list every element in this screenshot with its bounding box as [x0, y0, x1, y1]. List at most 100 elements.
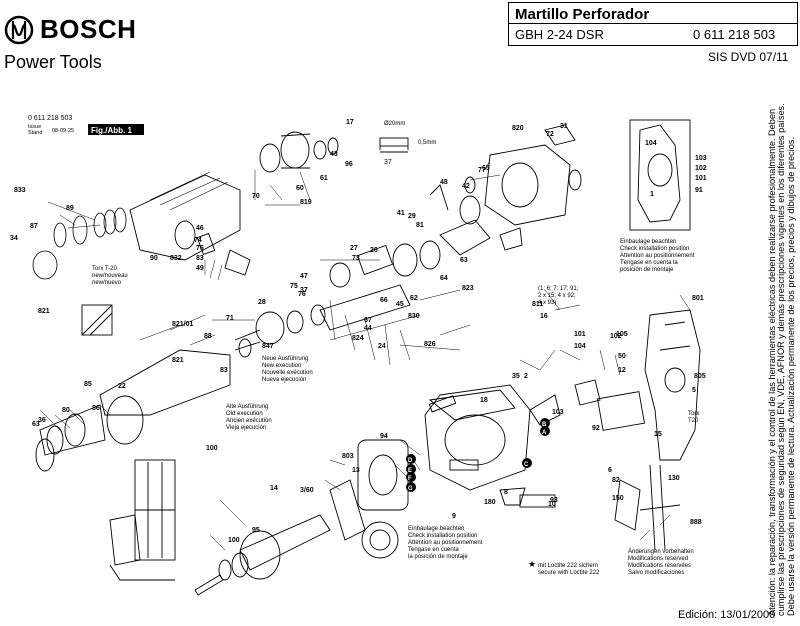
part-label: 63	[32, 421, 40, 428]
part-label: 801	[692, 295, 704, 302]
stand-label: Stand	[28, 130, 42, 136]
install-note-1: Einbaulage beachten	[620, 239, 676, 245]
part-label: 888	[690, 519, 702, 526]
part-label: C	[524, 462, 529, 468]
part-label: 102	[610, 333, 622, 340]
side-note: Atención: la reparación, transformación …	[768, 86, 796, 616]
part-label: 104	[645, 140, 657, 147]
part-label: 91	[695, 187, 703, 194]
brand-name: BOSCH	[40, 14, 137, 44]
part-label: 180	[484, 499, 496, 506]
torx-right-2: T20	[688, 418, 699, 424]
changes-2: Modifications reserved	[628, 556, 688, 562]
bosch-armature-icon	[4, 15, 34, 44]
dim-thickness: 0,5mm	[418, 140, 436, 146]
tool-title: Martillo Perforador	[515, 6, 650, 23]
part-label: 96	[345, 161, 353, 168]
part-label: 826	[424, 341, 436, 348]
callout-badge-g	[406, 482, 416, 492]
title-box: Martillo Perforador GBH 2-24 DSR 0 611 2…	[508, 2, 798, 46]
changes-3: Modifications réservées	[628, 563, 691, 569]
loctite-2: secure with Loctite 222	[538, 570, 600, 576]
callout-badge-a	[540, 426, 550, 436]
torx-note-3: new/nuevo	[92, 280, 122, 286]
part-label: 823	[462, 285, 474, 292]
new-exec-1: Neue Ausführung	[262, 356, 308, 362]
part-label: 103	[695, 155, 707, 162]
part-label: 82	[612, 477, 620, 484]
part-label: 64	[440, 275, 448, 282]
part-label: 6	[608, 467, 612, 474]
install-bottom-4: Tengase en cuenta	[408, 547, 459, 553]
part-label: 26	[370, 247, 378, 254]
edition-date: Edición: 13/01/2000	[678, 609, 776, 621]
part-label: 85	[84, 381, 92, 388]
group-list-3: 4 x 93)	[538, 300, 556, 306]
part-label: 44	[364, 325, 372, 332]
part-label: 37	[300, 287, 308, 294]
install-note-4: Téngase en cuenta la	[620, 260, 678, 266]
part-label: 62	[410, 295, 418, 302]
old-exec-3: Ancien exécution	[226, 418, 272, 424]
part-label: 811	[532, 301, 543, 308]
part-label: 60	[296, 185, 304, 192]
fig-label: Fig./Abb. 1	[91, 126, 132, 135]
part-label: 71	[226, 315, 234, 322]
part-label: 100	[228, 537, 240, 544]
part-label: 821	[172, 357, 184, 364]
install-bottom-3: Attention au positionnement	[408, 540, 483, 546]
callout-badge-e	[406, 464, 416, 474]
part-label: 89	[66, 205, 74, 212]
part-label: 61	[320, 175, 328, 182]
part-label: 100	[206, 445, 218, 452]
part-label: 12	[618, 367, 626, 374]
exploded-view-diagram: 0 611 218 503 Issue Stand 08-09-25 Fig./…	[10, 115, 707, 596]
install-bottom-5: la posición de montaje	[408, 554, 468, 560]
part-label: 73	[352, 255, 360, 262]
part-label: 27	[350, 245, 358, 252]
part-label: 31	[560, 123, 568, 130]
issue-date: 08-09-25	[52, 128, 74, 134]
loctite-1: mit Loctite 222 sichern	[538, 563, 598, 569]
doc-number: 0 611 218 503	[28, 115, 72, 122]
part-label: 821/01	[172, 321, 194, 328]
old-exec-4: Vieja ejecución	[226, 425, 266, 431]
part-label: 50	[618, 353, 626, 360]
part-label: 2	[524, 373, 528, 380]
old-exec-1: Alte Ausführung	[226, 404, 268, 410]
part-label: 101	[574, 331, 586, 338]
part-label: 3/60	[300, 487, 314, 494]
changes-1: Änderungen vorbehalten	[628, 548, 694, 555]
part-label: 5	[692, 387, 696, 394]
part-label: 8	[504, 489, 508, 496]
part-label: 805	[694, 373, 706, 380]
part-label: 66	[380, 297, 388, 304]
part-label: 46	[196, 225, 204, 232]
part-label: E	[408, 468, 412, 474]
part-number-labels: 8333487894674768383249907060819614396174…	[10, 119, 707, 544]
part-label: 76	[298, 291, 306, 298]
part-label: 93	[550, 497, 558, 504]
part-label: 65	[482, 165, 490, 172]
part-label: 10	[548, 501, 556, 508]
install-note-2: Check installation position	[620, 246, 689, 252]
dim-ref: 37	[384, 159, 392, 166]
part-label: 92	[592, 425, 600, 432]
side-note-text: Atención: la reparación, transformación …	[768, 103, 796, 616]
tool-model: GBH 2-24 DSR	[515, 27, 604, 42]
new-exec-3: Nouvelle exécution	[262, 370, 313, 376]
part-label: 80	[62, 407, 70, 414]
part-label: 76	[196, 245, 204, 252]
part-label: 9	[452, 513, 456, 520]
part-label: 35	[512, 373, 520, 380]
part-label: 15	[654, 431, 662, 438]
part-number: 0 611 218 503	[693, 27, 776, 42]
part-label: F	[408, 476, 412, 482]
part-label: 86	[92, 405, 100, 412]
part-label: 847	[262, 343, 274, 350]
part-label: 102	[695, 165, 707, 172]
part-label: 150	[612, 495, 624, 502]
part-label: 18	[480, 397, 488, 404]
changes-4: Salvo modificaciones	[628, 570, 684, 576]
install-note-5: posición de montaje	[620, 267, 674, 273]
